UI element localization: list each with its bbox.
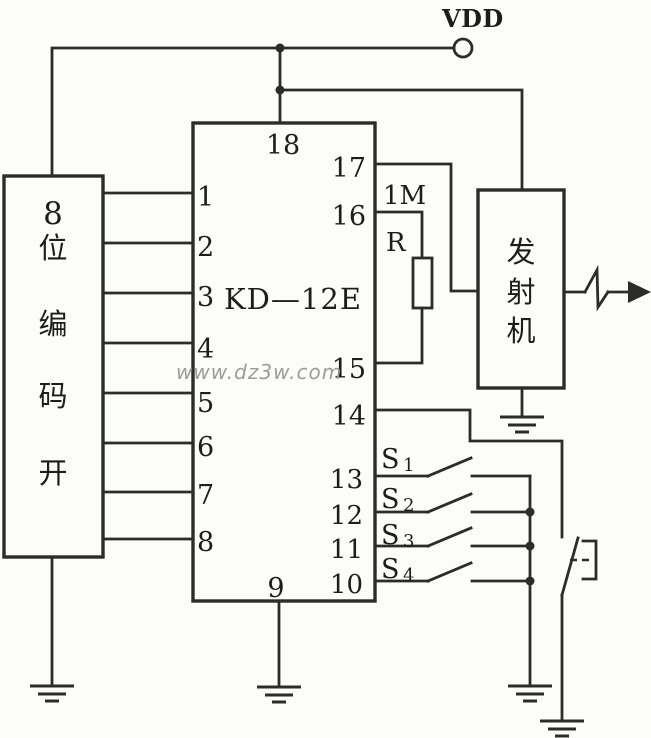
switch-s2 bbox=[373, 492, 532, 514]
encoder-label-char: 码 bbox=[38, 379, 67, 413]
ground-symbol-pushbutton bbox=[540, 719, 584, 738]
resistor-value-label: 1M bbox=[383, 181, 426, 211]
switch-s3-sub: 3 bbox=[403, 531, 414, 552]
pin-label-14: 14 bbox=[332, 401, 366, 432]
transmitter-label-char: 射 bbox=[506, 275, 535, 309]
pushbutton-cap bbox=[581, 539, 598, 581]
watermark-text: www.dz3w.com bbox=[176, 360, 342, 384]
resistor-designator-label: R bbox=[386, 228, 407, 258]
pin-label-16: 16 bbox=[332, 201, 366, 232]
pin-label-3: 3 bbox=[197, 282, 214, 313]
rf-output-arrow-icon bbox=[628, 281, 651, 303]
pushbutton-switch bbox=[560, 536, 598, 723]
junction-dot bbox=[525, 507, 535, 517]
pin-label-8: 8 bbox=[197, 527, 214, 558]
vdd-terminal bbox=[452, 37, 474, 59]
wire-pin17-transmitter bbox=[373, 162, 480, 293]
pushbutton-arm bbox=[560, 536, 580, 597]
pin-label-9: 9 bbox=[267, 573, 284, 604]
switch-s4-label: S bbox=[381, 554, 400, 585]
wire-vdd-branch-transmitter bbox=[278, 88, 524, 192]
pin-label-13: 13 bbox=[330, 465, 363, 495]
pin-label-6: 6 bbox=[197, 432, 214, 463]
wire-pin16-resistor bbox=[373, 210, 424, 260]
pin-label-18: 18 bbox=[266, 130, 300, 161]
encoder-label-char: 8 bbox=[43, 196, 63, 232]
transmitter-label-char: 机 bbox=[506, 314, 535, 348]
vdd-label: VDD bbox=[441, 4, 504, 33]
switch-s4 bbox=[373, 561, 532, 583]
encoder-label-char: 编 bbox=[38, 307, 67, 341]
junction-dot bbox=[525, 576, 535, 586]
pin-label-12: 12 bbox=[330, 501, 363, 531]
pin-label-7: 7 bbox=[197, 480, 214, 511]
ground-symbol-ic bbox=[257, 685, 301, 704]
transmitter-label-char: 发 bbox=[506, 235, 535, 269]
rf-break-zigzag-icon bbox=[583, 264, 610, 312]
wire-resistor-pin15 bbox=[373, 306, 424, 365]
junction-dot bbox=[525, 541, 535, 551]
switch-s1-sub: 1 bbox=[403, 455, 414, 476]
switch-s2-sub: 2 bbox=[403, 495, 414, 516]
switch-s1 bbox=[373, 456, 532, 478]
pin-label-2: 2 bbox=[197, 232, 214, 263]
pin-label-17: 17 bbox=[332, 153, 366, 184]
resistor-body bbox=[411, 256, 434, 310]
ground-symbol-encoder bbox=[30, 684, 74, 703]
switch-s1-label: S bbox=[381, 444, 400, 475]
junction-dot bbox=[275, 85, 285, 95]
ground-symbol-switches bbox=[508, 684, 552, 703]
switch-s2-label: S bbox=[381, 484, 400, 515]
pin-label-1: 1 bbox=[197, 182, 214, 213]
junction-dot bbox=[275, 43, 285, 53]
switch-s3-label: S bbox=[381, 520, 400, 551]
encoder-block-outline bbox=[2, 174, 105, 559]
switch-s3 bbox=[373, 526, 532, 548]
ground-symbol-transmitter bbox=[500, 415, 544, 434]
wire-pin14-pushbutton bbox=[373, 408, 564, 539]
wire-vdd-rail bbox=[50, 46, 455, 178]
encoder-label-char: 位 bbox=[38, 231, 67, 265]
pin-label-11: 11 bbox=[330, 535, 363, 565]
pin-label-15: 15 bbox=[332, 354, 366, 385]
switch-s4-sub: 4 bbox=[403, 565, 414, 586]
ic-name-label: KD—12E bbox=[224, 282, 362, 316]
pin-label-4: 4 bbox=[197, 334, 214, 365]
encoder-label-char: 开 bbox=[38, 456, 67, 490]
pin-label-10: 10 bbox=[330, 570, 363, 600]
pin-label-5: 5 bbox=[197, 388, 214, 419]
